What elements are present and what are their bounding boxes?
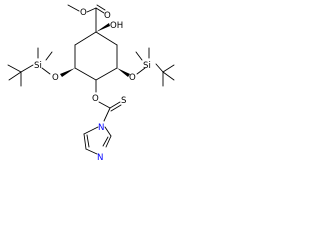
bond-cs-1 bbox=[109, 101, 121, 109]
imid-bond-3 bbox=[85, 148, 98, 155]
ring-bond-3 bbox=[95, 67, 118, 81]
bond-cs-2 bbox=[110, 104, 122, 112]
atom-n-lower: N bbox=[97, 153, 103, 163]
bond-tbu-a-left bbox=[7, 64, 22, 73]
atom-o-bottom: O bbox=[92, 94, 99, 104]
bond-o-si-right bbox=[136, 67, 146, 75]
atom-s: S bbox=[121, 96, 126, 106]
bond-o-carbonyl bbox=[86, 7, 97, 13]
bond-tbu-c-right bbox=[162, 71, 175, 81]
bond-tbu-a-right bbox=[162, 64, 175, 73]
imid-bond-2b bbox=[86, 134, 90, 148]
atom-si-left: Si bbox=[34, 61, 42, 71]
molecule-structure: O O OH O Si O Si O S N N bbox=[7, 4, 175, 163]
atom-si-right: Si bbox=[143, 61, 151, 71]
ring-bond-1 bbox=[95, 31, 118, 46]
bond-c-n bbox=[103, 107, 111, 122]
bond-si-tbu-right bbox=[155, 63, 164, 73]
bond-carbonyl-double-2 bbox=[96, 4, 106, 11]
bond-si-tbu-left bbox=[20, 64, 34, 73]
bond-o-si-left bbox=[41, 67, 51, 75]
bond-si-me2-left bbox=[45, 51, 53, 61]
bond-carbonyl-double-1 bbox=[95, 7, 105, 14]
imid-bond-4b bbox=[102, 136, 109, 147]
ring-bond-6 bbox=[74, 31, 97, 46]
atom-o-right: O bbox=[129, 73, 136, 83]
wedge-left-o bbox=[60, 68, 75, 77]
atom-ester-o: O bbox=[80, 8, 87, 18]
atom-o-left: O bbox=[52, 73, 59, 83]
imid-bond-2a bbox=[83, 133, 87, 150]
bond-si-me2-right bbox=[135, 51, 143, 61]
ring-bond-4 bbox=[74, 67, 97, 81]
imid-bond-1 bbox=[83, 126, 99, 135]
imid-bond-4 bbox=[105, 135, 112, 148]
atom-carbonyl-o: O bbox=[104, 11, 111, 21]
bond-o-thiocarbon bbox=[98, 101, 111, 109]
bond-tbu-c-left bbox=[8, 71, 22, 81]
bond-methyl-o bbox=[67, 4, 80, 12]
imid-bond-5 bbox=[104, 126, 112, 137]
wedge-oh bbox=[96, 23, 110, 32]
atom-oh: OH bbox=[110, 21, 123, 31]
atom-n-upper: N bbox=[98, 123, 104, 133]
wedge-right-o bbox=[117, 68, 130, 77]
